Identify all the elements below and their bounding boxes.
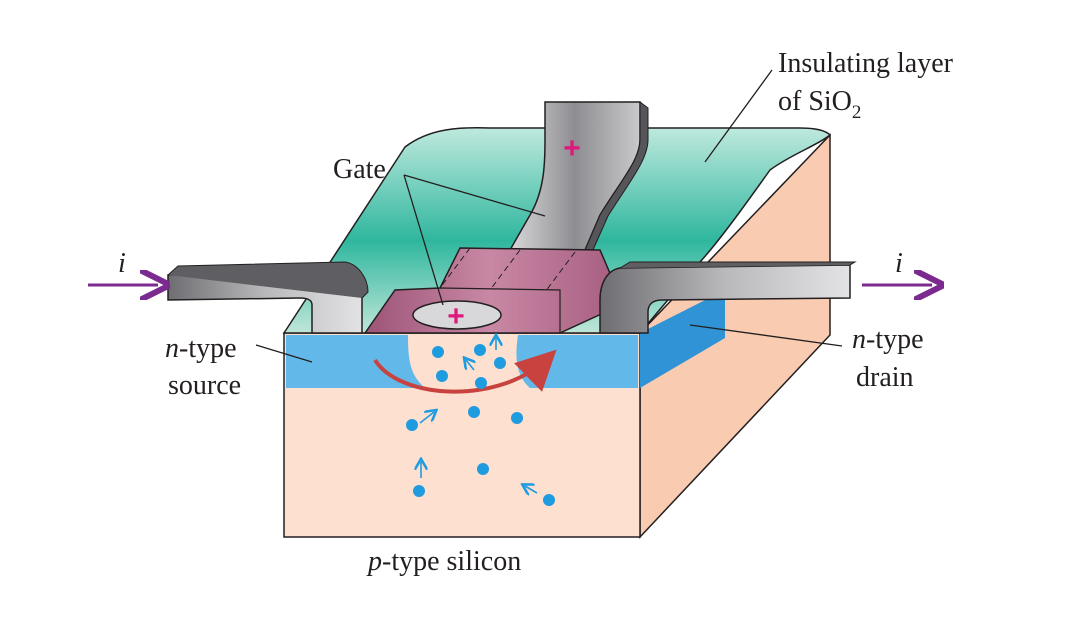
electron	[436, 370, 448, 382]
electron	[468, 406, 480, 418]
electron	[477, 463, 489, 475]
leader-lines	[255, 69, 843, 363]
electron	[406, 419, 418, 431]
gate-pad	[363, 247, 616, 334]
electron	[474, 344, 486, 356]
drain-lead	[599, 261, 857, 334]
current-out-label: i	[895, 248, 903, 279]
electron-motion-arrows	[420, 338, 538, 493]
source-type-label: n-type	[165, 333, 237, 364]
electron	[413, 485, 425, 497]
electron	[432, 346, 444, 358]
source-lead	[167, 261, 369, 334]
electron-flow-arrow	[373, 349, 557, 394]
gate-label: Gate	[333, 154, 386, 185]
gate-metal-strip	[508, 101, 649, 253]
sio2-label: of SiO2	[778, 86, 861, 123]
insulating-layer-label: Insulating layer	[778, 48, 954, 79]
current-in-label: i	[118, 248, 126, 279]
substrate-label: p-type silicon	[366, 546, 521, 577]
source-label: source	[168, 370, 241, 401]
electrons	[406, 344, 555, 506]
electron	[511, 412, 523, 424]
electron	[475, 377, 487, 389]
gate-plus-bottom: +	[447, 300, 465, 333]
drain-type-label: n-type	[852, 324, 924, 355]
gate-contact	[412, 300, 502, 330]
gate-plus-top: +	[563, 132, 581, 165]
electron	[543, 494, 555, 506]
electron	[494, 357, 506, 369]
drain-label: drain	[856, 362, 914, 393]
source-region	[286, 335, 425, 388]
